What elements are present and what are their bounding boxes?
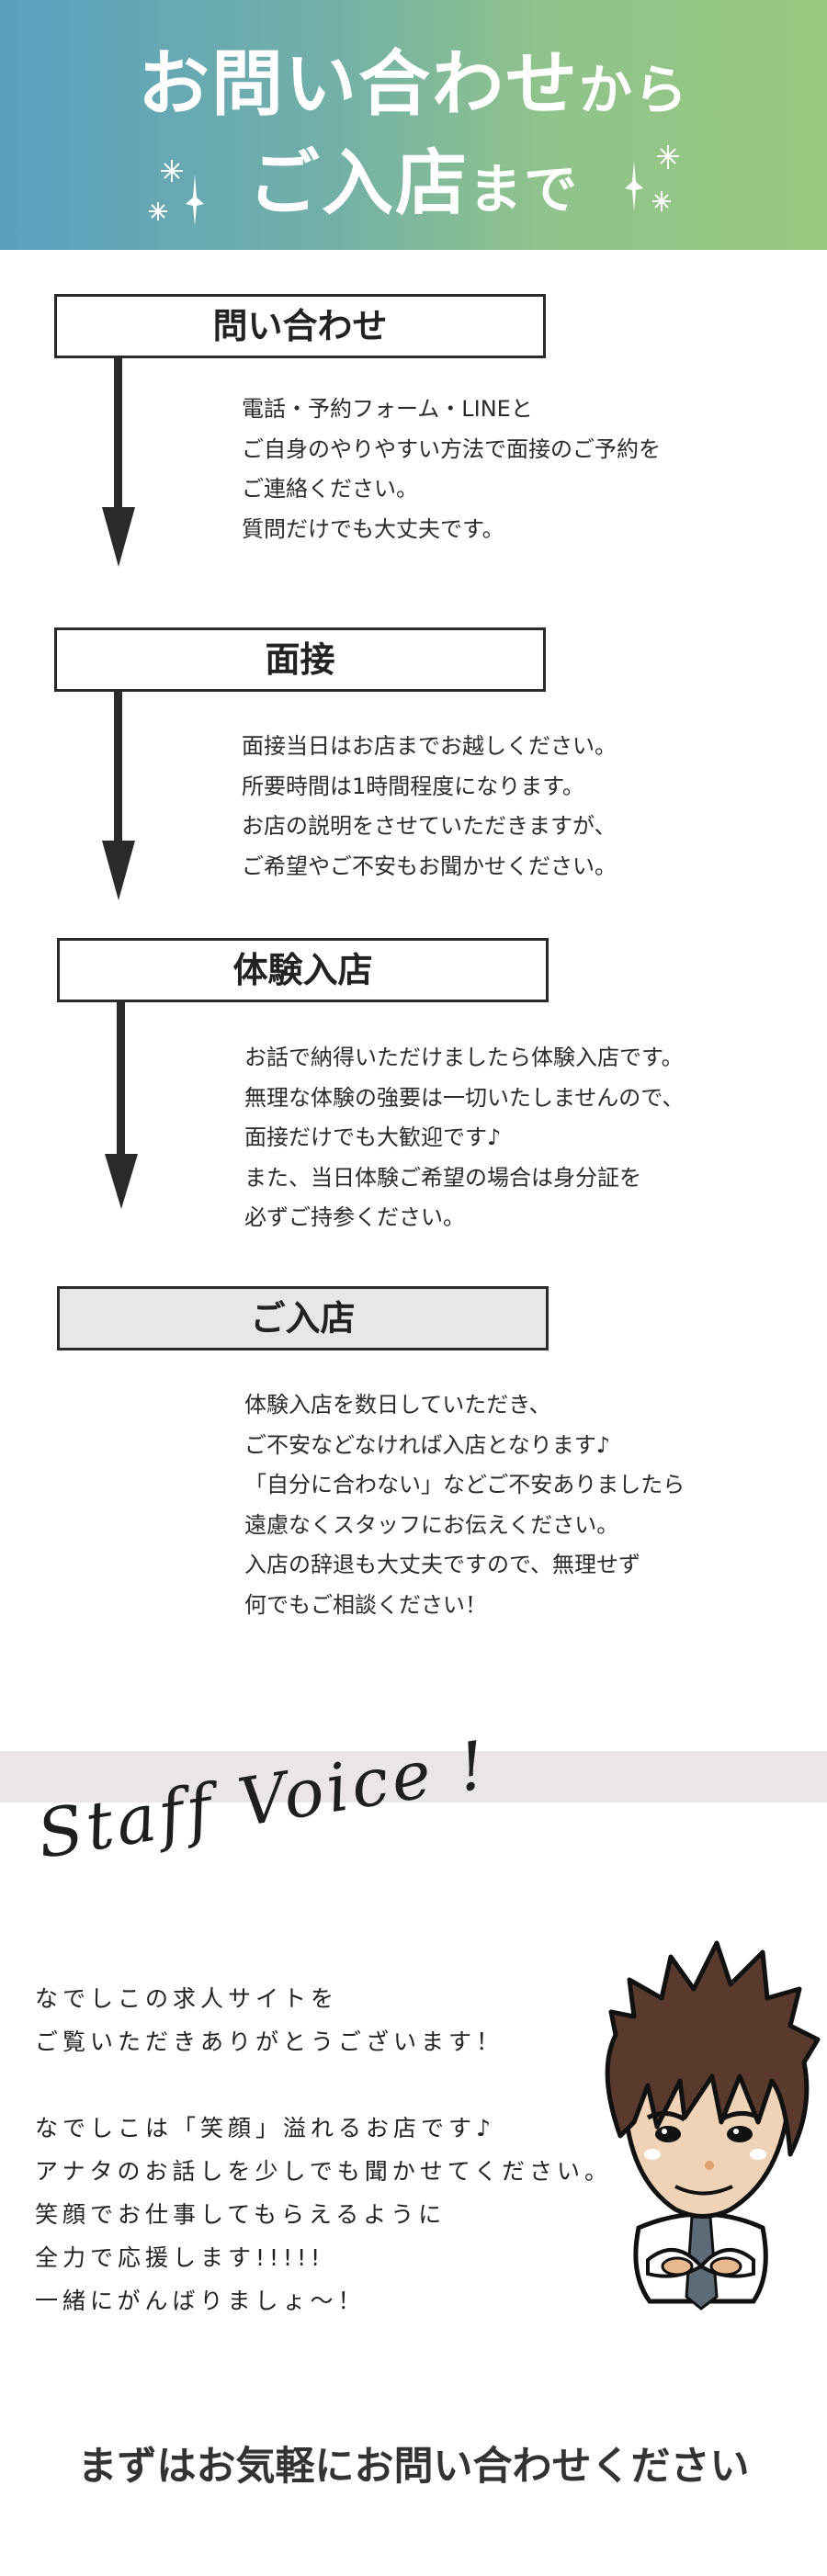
sparkle-icon: [625, 145, 679, 211]
text-line: ご覧いただきありがとうございます！: [35, 2028, 504, 2055]
step-join-text: 体験入店を数日していただき、 ご不安などなければ入店となります♪ 「自分に合わな…: [244, 1385, 685, 1625]
text-line: 入店の辞退も大丈夫ですので、無理せず: [244, 1552, 641, 1577]
text-line: 全力で応援します!!!!!: [35, 2244, 325, 2271]
text-line: ご不安などなければ入店となります♪: [244, 1431, 611, 1458]
text-line: 無理な体験の強要は一切いたしませんので、: [244, 1084, 685, 1111]
text-line: また、当日体験ご希望の場合は身分証を: [244, 1164, 641, 1191]
text-line: 何でもご相談ください！: [244, 1591, 487, 1618]
hero-header: お問い合わせから ご入店まで: [0, 0, 827, 250]
hero-title-line1: お問い合わせから: [137, 43, 690, 126]
arrow-down-icon: [102, 689, 135, 900]
text-line: なでしこは「笑顔」溢れるお店です♪: [35, 2115, 495, 2141]
text-line: お店の説明をさせていただきますが、: [242, 813, 617, 839]
text-line: 面接当日はお店までお越しください。: [242, 733, 617, 759]
step-interview-text: 面接当日はお店までお越しください。 所要時間は1時間程度になります。 お店の説明…: [242, 727, 617, 887]
text-line: 必ずご持参ください。: [244, 1204, 465, 1230]
step-trial-text: お話で納得いただけましたら体験入店です。 無理な体験の強要は一切いたしませんので…: [244, 1038, 684, 1238]
text-line: 面接だけでも大歓迎です♪: [244, 1124, 502, 1150]
text-line: 電話・予約フォーム・LINEと: [242, 396, 533, 422]
text-line: 体験入店を数日していただき、: [244, 1392, 551, 1418]
step-inquiry-heading: 問い合わせ: [54, 294, 546, 358]
step-inquiry-text: 電話・予約フォーム・LINEと ご自身のやりやすい方法で面接のご予約を ご連絡く…: [242, 390, 661, 549]
hero-title-line2: ご入店まで: [247, 142, 580, 225]
section-divider-band: [0, 1751, 827, 1802]
text-line: お話で納得いただけましたら体験入店です。: [244, 1045, 684, 1070]
step-interview-heading: 面接: [54, 627, 546, 692]
cta-contact-message: まずはお気軽にお問い合わせください: [77, 2444, 750, 2490]
text-line: 「自分に合わない」などご不安ありましたら: [244, 1472, 685, 1497]
text-line: 遠慮なくスタッフにお伝えください。: [244, 1511, 619, 1538]
arrow-down-icon: [105, 1000, 138, 1209]
staff-voice-message: なでしこの求人サイトを ご覧いただきありがとうございます！ なでしこは「笑顔」溢…: [35, 1977, 612, 2322]
text-line: ご連絡ください。: [242, 476, 418, 502]
sparkle-icon: [149, 160, 204, 226]
text-line: ご自身のやりやすい方法で面接のご予約を: [242, 435, 661, 462]
staff-avatar-illustration: [605, 1940, 821, 2310]
text-line: 笑顔でお仕事してもらえるように: [35, 2201, 447, 2228]
text-line: なでしこの求人サイトを: [35, 1985, 339, 2012]
text-line: 一緒にがんばりましょ～！: [35, 2288, 366, 2314]
text-line: アナタのお話しを少しでも聞かせてください。: [35, 2158, 613, 2185]
step-trial-heading: 体験入店: [57, 938, 549, 1002]
text-line: 所要時間は1時間程度になります。: [242, 773, 584, 799]
text-line: ご希望やご不安もお聞かせください。: [242, 853, 617, 879]
arrow-down-icon: [102, 356, 135, 567]
staff-voice-title: Staff Voice !: [31, 1725, 494, 1873]
step-join-heading: ご入店: [57, 1286, 549, 1350]
text-line: 質問だけでも大丈夫です。: [242, 515, 504, 542]
